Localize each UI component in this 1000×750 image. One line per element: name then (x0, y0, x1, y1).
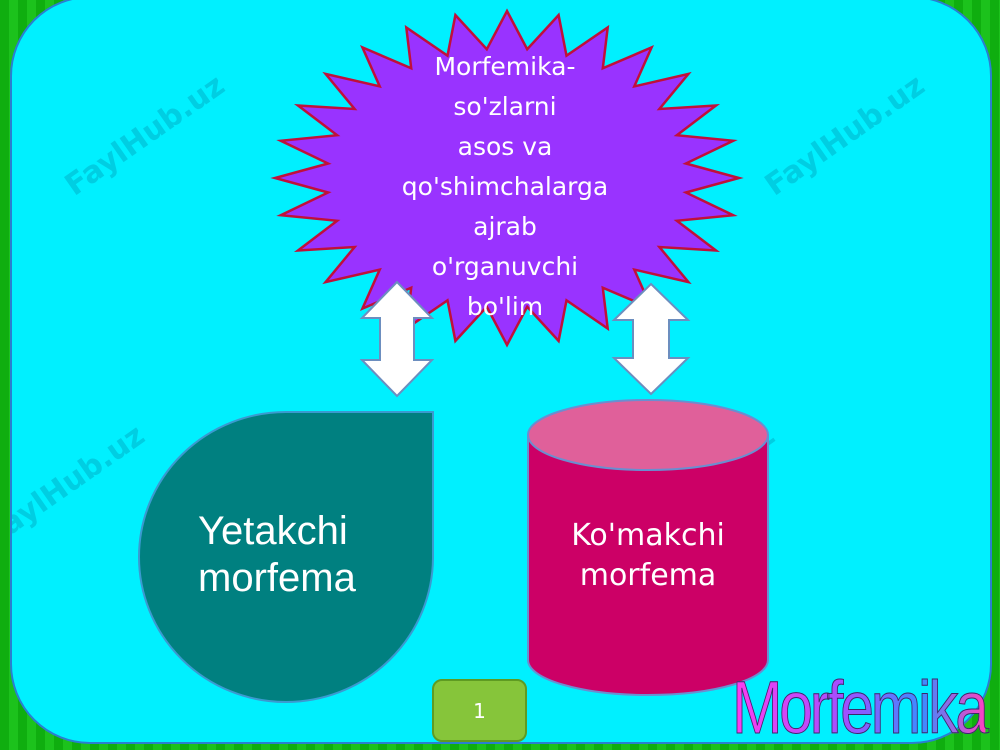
definition-line: bo'lim (466, 292, 544, 321)
definition-line: asos va (457, 132, 553, 161)
definition-line: o'rganuvchi (431, 252, 579, 281)
leading-morpheme-line-2: morfema (198, 556, 356, 600)
starburst-shape (270, 8, 744, 348)
page-number-badge[interactable]: 1 (432, 679, 527, 742)
double-arrow-right-icon (611, 282, 691, 396)
auxiliary-morpheme-line-2: morfema (579, 558, 717, 593)
definition-line: so'zlarni (453, 92, 557, 121)
leading-morpheme-label: Yetakchi morfema (198, 508, 418, 602)
title-wordart: Morfemika (732, 666, 990, 749)
auxiliary-morpheme-label: Ko'makchi morfema (548, 516, 748, 596)
double-arrow-left-icon (359, 280, 435, 398)
definition-line: Morfemika- (434, 52, 576, 81)
leading-morpheme-line-1: Yetakchi (198, 509, 348, 553)
teardrop-shape (138, 411, 434, 703)
definition-line: qo'shimchalarga (401, 172, 609, 201)
auxiliary-morpheme-line-1: Ko'makchi (571, 518, 725, 553)
definition-text: Morfemika- so'zlarni asos va qo'shimchal… (380, 47, 630, 327)
cylinder-shape (527, 399, 769, 696)
definition-line: ajrab (473, 212, 537, 241)
